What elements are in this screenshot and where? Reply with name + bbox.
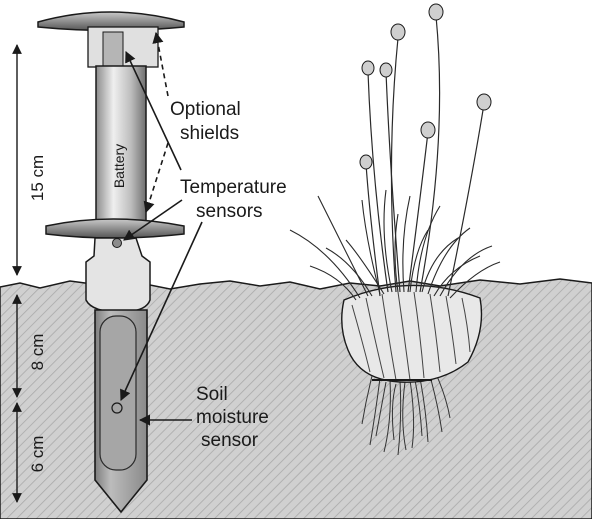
soil-moisture-label-line3: sensor [201, 430, 259, 451]
optional-shields-label-line2: shields [180, 123, 239, 144]
sensor-device: Battery [37, 11, 185, 514]
dimension-8cm: 8 cm [28, 334, 47, 371]
temperature-sensors-label-line1: Temperature [180, 177, 287, 198]
soil-moisture-label-line2: moisture [196, 407, 269, 428]
plant-crown [341, 284, 483, 383]
arrow-shields-top [152, 31, 169, 97]
top-shield [37, 11, 185, 32]
optional-shields-label-line1: Optional [170, 99, 241, 120]
battery-cylinder [95, 65, 147, 227]
plant-leaves [289, 189, 501, 301]
plant-illustration [289, 3, 501, 456]
temperature-sensor-dot [112, 238, 122, 248]
temperature-sensors-label-line2: sensors [196, 201, 263, 222]
plant-stems [365, 15, 485, 297]
soil-moisture-label-line1: Soil [196, 384, 228, 405]
arrow-temp-lower [123, 199, 183, 241]
lower-shield [45, 218, 185, 239]
callout-arrows [120, 31, 203, 426]
arrow-shields-lower [143, 142, 169, 214]
soil-ground [0, 278, 592, 519]
dimension-15cm: 15 cm [28, 155, 47, 201]
arrow-temp-top [125, 50, 182, 171]
plant-flower-heads [359, 3, 492, 170]
sensor-housing [85, 237, 151, 313]
moisture-sensor-dot [111, 402, 123, 414]
battery-label: Battery [111, 144, 127, 188]
arrow-temp-to-probe [120, 221, 203, 402]
dimension-6cm: 6 cm [28, 436, 47, 473]
